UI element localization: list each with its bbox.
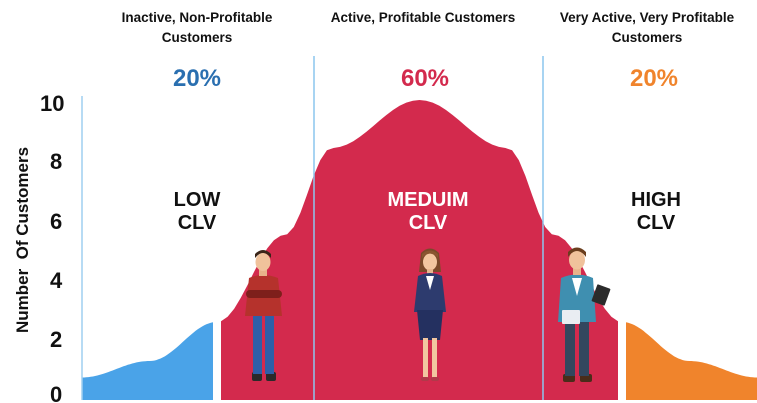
segment-high-clv-line1: HIGH	[631, 189, 681, 211]
segment-medium-header: Active, Profitable Customers 60%	[331, 10, 516, 92]
segment-low-title-line1: Inactive, Non-Profitable	[122, 10, 273, 25]
segment-medium-title-line1: Active, Profitable Customers	[331, 10, 516, 25]
y-tick-10: 10	[40, 91, 64, 116]
y-tick-0: 0	[50, 382, 62, 403]
woman-business-suit-icon	[414, 248, 446, 381]
man-with-clipboard-icon	[558, 247, 611, 382]
segment-low-title-line2: Customers	[162, 30, 233, 45]
area-medium-clv	[221, 100, 618, 400]
segment-medium-clv-line1: MEDUIM	[387, 189, 468, 211]
segment-low-percent: 20%	[173, 65, 221, 92]
y-axis-label: Number Of Customers	[13, 147, 32, 333]
y-axis: 10 8 6 4 2 0 Number Of Customers	[13, 91, 64, 403]
y-tick-4: 4	[50, 268, 63, 293]
segment-high-title-line1: Very Active, Very Profitable	[560, 10, 735, 25]
segment-high-title-line2: Customers	[612, 30, 683, 45]
distribution-areas	[82, 100, 757, 400]
area-high-clv	[626, 322, 757, 400]
segment-high-percent: 20%	[630, 65, 678, 92]
segment-low-clv-line1: LOW	[174, 189, 221, 211]
area-low-clv	[82, 322, 213, 400]
man-red-sweater-icon	[245, 250, 282, 381]
segment-medium-percent: 60%	[401, 65, 449, 92]
y-tick-6: 6	[50, 209, 62, 234]
segment-low-clv-line2: CLV	[178, 212, 217, 234]
segment-low-header: Inactive, Non-Profitable Customers 20%	[122, 10, 273, 92]
segment-high-header: Very Active, Very Profitable Customers 2…	[560, 10, 735, 92]
y-tick-8: 8	[50, 149, 62, 174]
segment-high-clv-line2: CLV	[637, 212, 676, 234]
y-tick-2: 2	[50, 327, 62, 352]
segment-medium-clv-line2: CLV	[409, 212, 448, 234]
